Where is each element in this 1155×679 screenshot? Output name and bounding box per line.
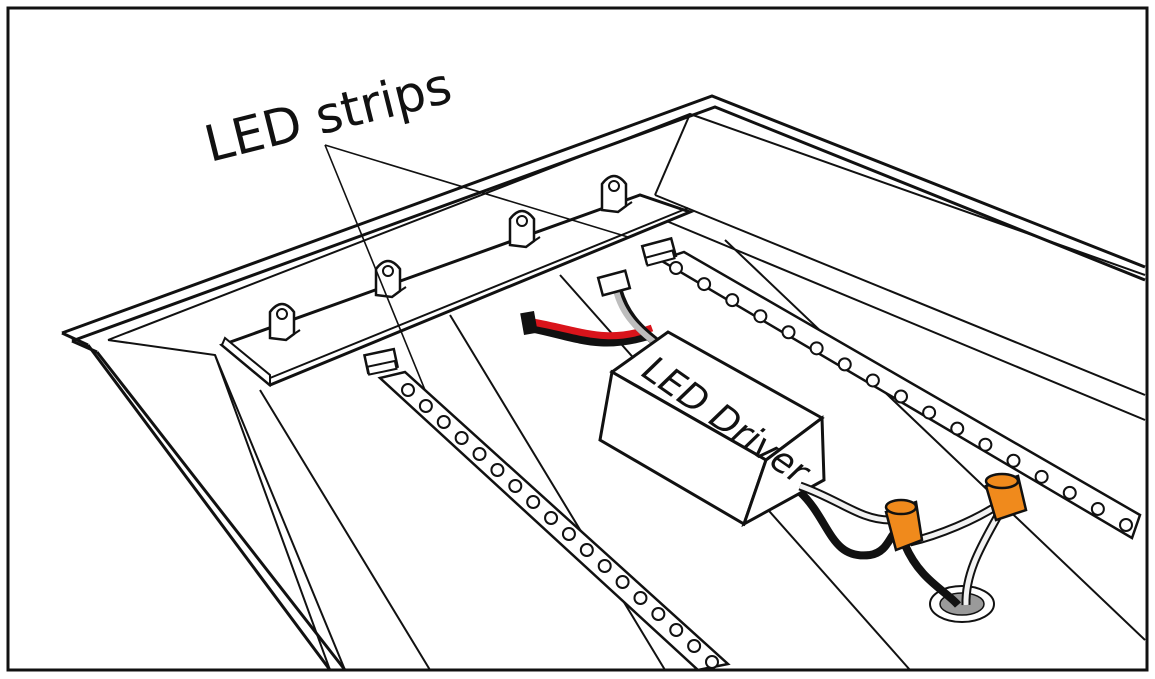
led-chip	[454, 431, 469, 445]
led-chip	[809, 341, 824, 356]
strip-connector-right	[640, 236, 678, 267]
led-chip	[597, 559, 612, 573]
callout-leaders	[324, 144, 629, 391]
led-chip	[837, 357, 852, 372]
led-chip	[978, 437, 993, 452]
led-strip-right	[640, 236, 1142, 540]
led-chip	[781, 325, 796, 340]
led-chip	[526, 495, 541, 509]
led-strip-left	[362, 347, 731, 672]
led-chip	[950, 421, 965, 436]
led-chip	[669, 623, 684, 637]
led-chip	[1006, 453, 1021, 468]
led-chip	[490, 463, 505, 477]
led-chip	[753, 309, 768, 324]
led-chip	[1119, 518, 1133, 532]
led-chip	[472, 447, 487, 461]
wire-nut-left	[884, 498, 924, 552]
led-chip	[633, 591, 648, 605]
led-chip	[508, 479, 523, 493]
led-chip	[1062, 485, 1077, 500]
driver-output-wires	[520, 269, 663, 349]
led-chip	[705, 655, 719, 669]
mounting-rail	[219, 193, 695, 388]
strip-connector-left	[362, 347, 400, 376]
led-chip	[669, 261, 683, 275]
led-chip	[579, 543, 594, 557]
mounting-clip	[508, 209, 541, 249]
led-chip	[894, 389, 908, 404]
led-chip	[544, 511, 559, 525]
led-chip	[687, 639, 702, 653]
led-chip	[697, 277, 712, 292]
led-chip	[436, 415, 451, 429]
led-chip	[615, 575, 630, 589]
mounting-clips	[268, 174, 633, 342]
led-driver-box	[598, 330, 826, 528]
led-chip	[418, 399, 433, 413]
led-chips-right	[669, 261, 1133, 532]
wire-nut-right	[984, 472, 1028, 522]
led-chip	[725, 293, 740, 308]
led-chip	[865, 373, 880, 388]
led-chip	[651, 607, 666, 621]
mounting-clip	[600, 174, 633, 214]
mounting-clip	[374, 259, 407, 299]
led-chip	[1034, 469, 1049, 484]
led-chip	[922, 405, 937, 420]
led-chips-left	[401, 383, 719, 669]
led-chip	[1090, 501, 1105, 516]
mounting-clip	[268, 302, 301, 342]
led-chip	[561, 527, 576, 541]
led-chip	[401, 383, 415, 397]
